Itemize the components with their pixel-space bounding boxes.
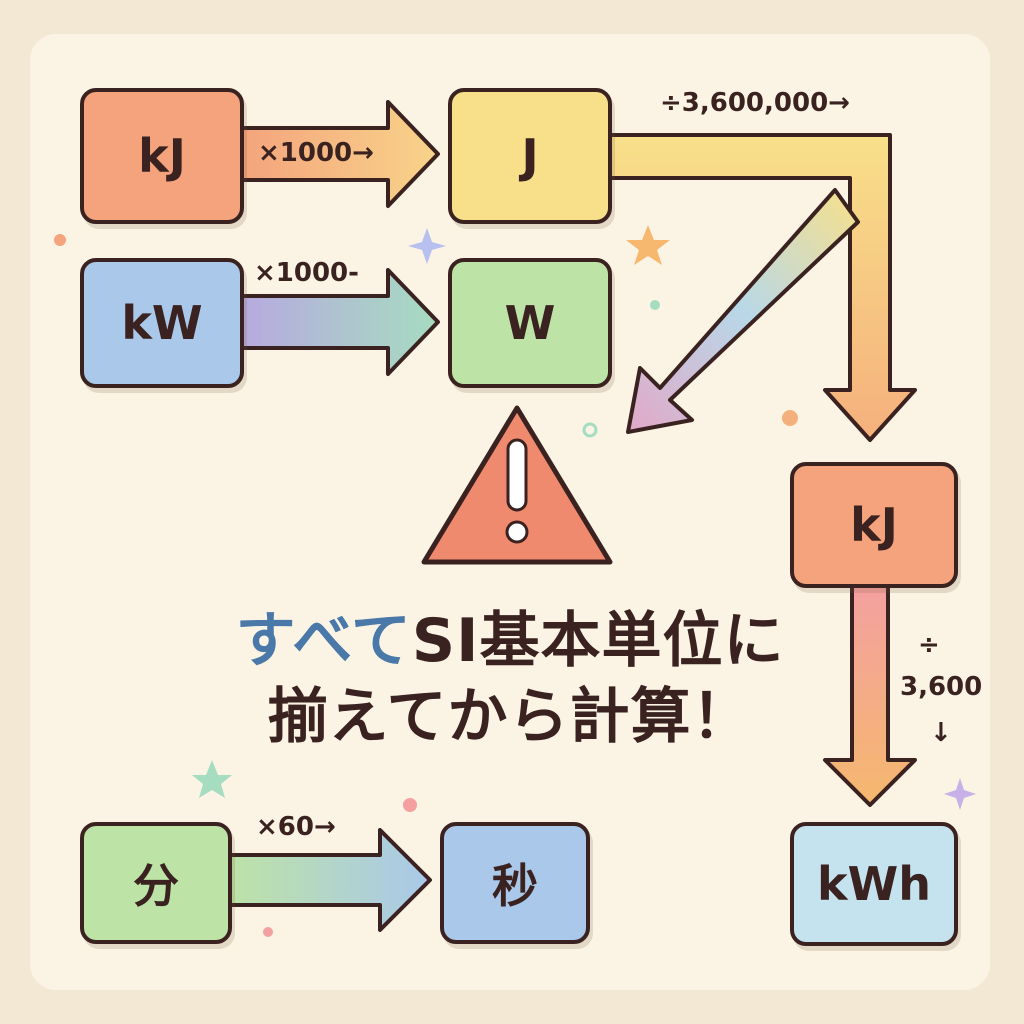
label-kj-to-j: ×1000→ bbox=[258, 138, 374, 168]
box-w: W bbox=[448, 258, 612, 388]
box-second: 秒 bbox=[440, 822, 590, 944]
box-kj-top: kJ bbox=[80, 88, 244, 224]
message-line-1: すべてSI基本単位に bbox=[200, 592, 820, 679]
arrow-kw-to-w bbox=[236, 268, 440, 376]
arrow-kj-to-kwh bbox=[823, 583, 917, 807]
warning-exclamation bbox=[506, 438, 528, 512]
label-down-arrow: ↓ bbox=[930, 718, 952, 748]
arrow-diagonal bbox=[626, 188, 860, 434]
box-j: J bbox=[448, 88, 612, 224]
arrow-kj-to-j bbox=[236, 100, 440, 208]
box-kw: kW bbox=[80, 258, 244, 388]
label-min-to-sec: ×60→ bbox=[256, 812, 336, 842]
box-minute: 分 bbox=[80, 822, 232, 944]
message-highlight: すべて bbox=[235, 606, 412, 676]
label-kw-to-w: ×1000- bbox=[254, 258, 359, 288]
message-rest: SI基本単位に bbox=[411, 606, 785, 676]
decorative-sparkles bbox=[54, 225, 976, 937]
arrow-min-to-sec bbox=[226, 828, 432, 932]
label-3600: 3,600 bbox=[900, 672, 983, 702]
message-line-2: 揃えてから計算！ bbox=[267, 682, 753, 752]
arrow-j-to-kj bbox=[606, 133, 917, 442]
box-kwh: kWh bbox=[790, 822, 958, 946]
label-divide: ÷ bbox=[918, 630, 940, 660]
label-j-to-kj: ÷3,600,000→ bbox=[660, 88, 850, 118]
box-kj-right: kJ bbox=[790, 462, 958, 588]
